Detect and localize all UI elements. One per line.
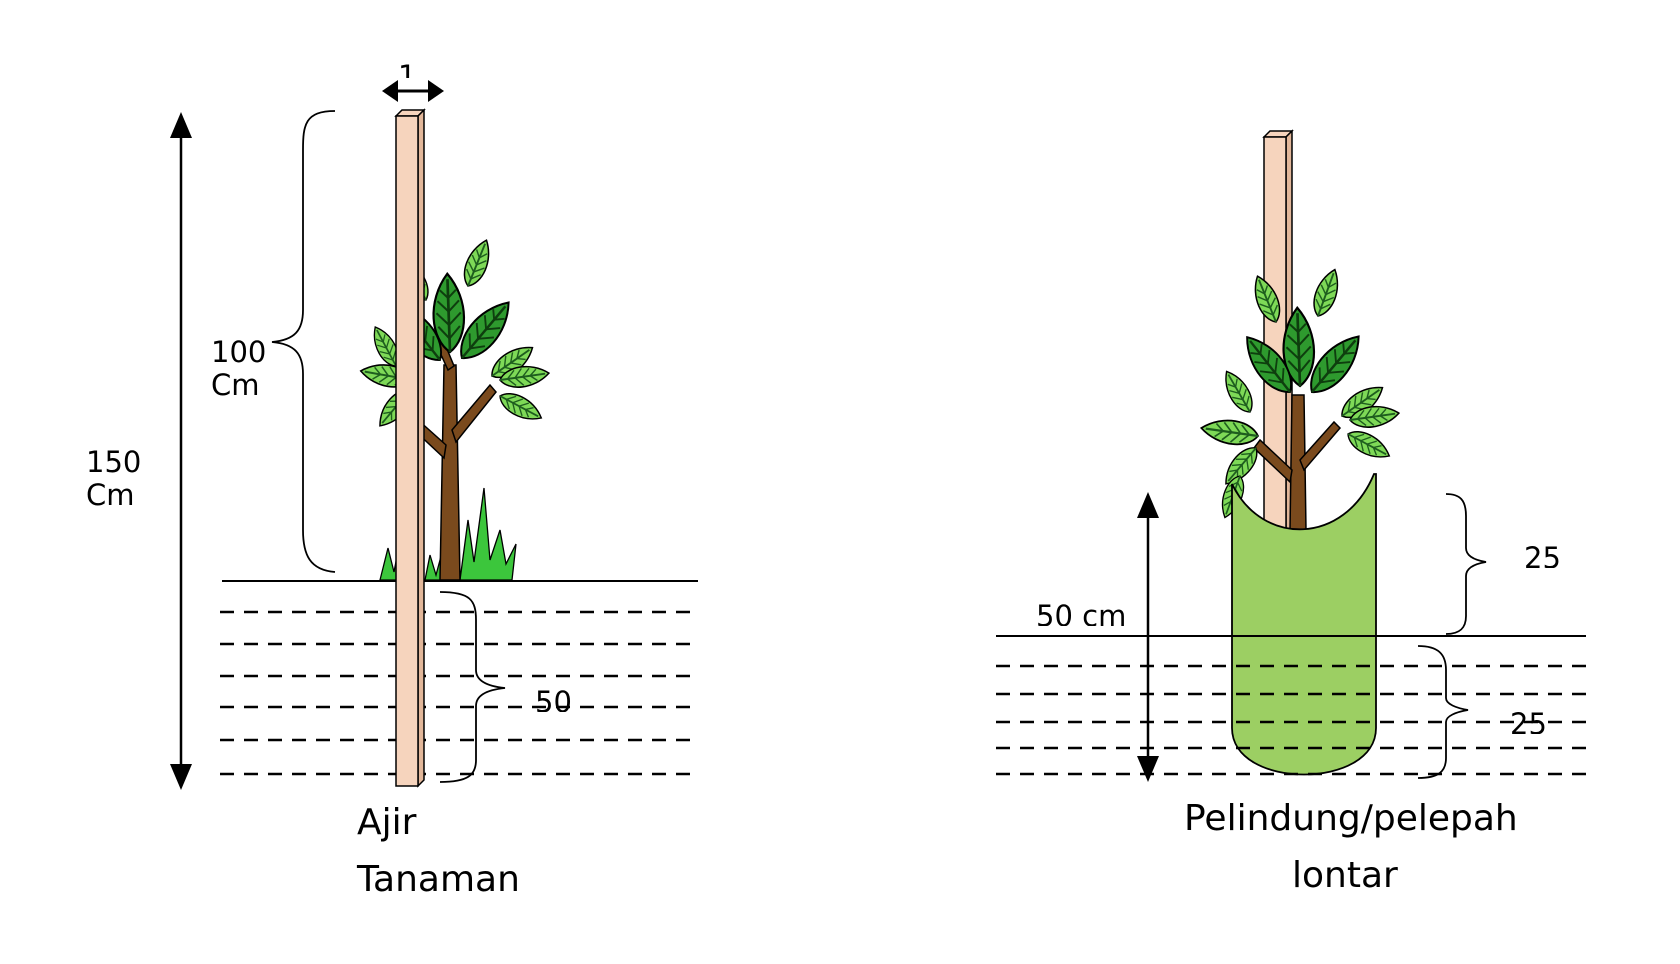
dim-above-unit: Cm xyxy=(211,368,260,402)
caption-left-line2: Tanaman xyxy=(357,859,520,900)
above-ground-brace xyxy=(271,110,336,573)
caption-right-line2: lontar xyxy=(1292,855,1398,896)
width-arrow xyxy=(382,80,444,102)
dim-total-value: 150 xyxy=(86,448,142,479)
dim-below-right-label: 25 xyxy=(1510,710,1570,734)
dim-above-right-label: 25 xyxy=(1524,544,1584,568)
right-figure xyxy=(996,129,1590,782)
soil-lines-right xyxy=(996,664,1590,776)
caption-left-line1: Ajir xyxy=(357,802,417,843)
below-ground-brace xyxy=(439,591,506,783)
dim-above-label: 100 Cm xyxy=(211,338,301,406)
dim-below-value: 50 xyxy=(535,688,572,712)
tree-trunk-right xyxy=(1252,394,1342,531)
caption-right-line1: Pelindung/pelepah xyxy=(1184,798,1518,839)
stake xyxy=(394,108,426,788)
total-depth-arrow xyxy=(1137,492,1159,782)
above-ground-brace-right xyxy=(1445,493,1487,635)
dim-total-right-value: 50 cm xyxy=(1036,602,1127,626)
dim-above-value: 100 xyxy=(211,338,267,369)
total-height-arrow xyxy=(170,112,192,790)
dim-width-label: 1 xyxy=(398,62,428,78)
dim-total-unit: Cm xyxy=(86,478,135,509)
dim-total-right-label: 50 cm xyxy=(1036,602,1156,626)
protector-tube xyxy=(1231,473,1377,776)
dim-width-value: 1 xyxy=(398,62,428,78)
dim-below-right-value: 25 xyxy=(1510,710,1547,734)
below-ground-brace-right xyxy=(1417,645,1469,779)
dim-above-right-value: 25 xyxy=(1524,544,1561,568)
soil-lines xyxy=(220,610,698,776)
dim-below-label: 50 xyxy=(535,688,595,712)
left-figure xyxy=(170,80,698,790)
dim-total-label: 150 Cm xyxy=(86,448,166,508)
